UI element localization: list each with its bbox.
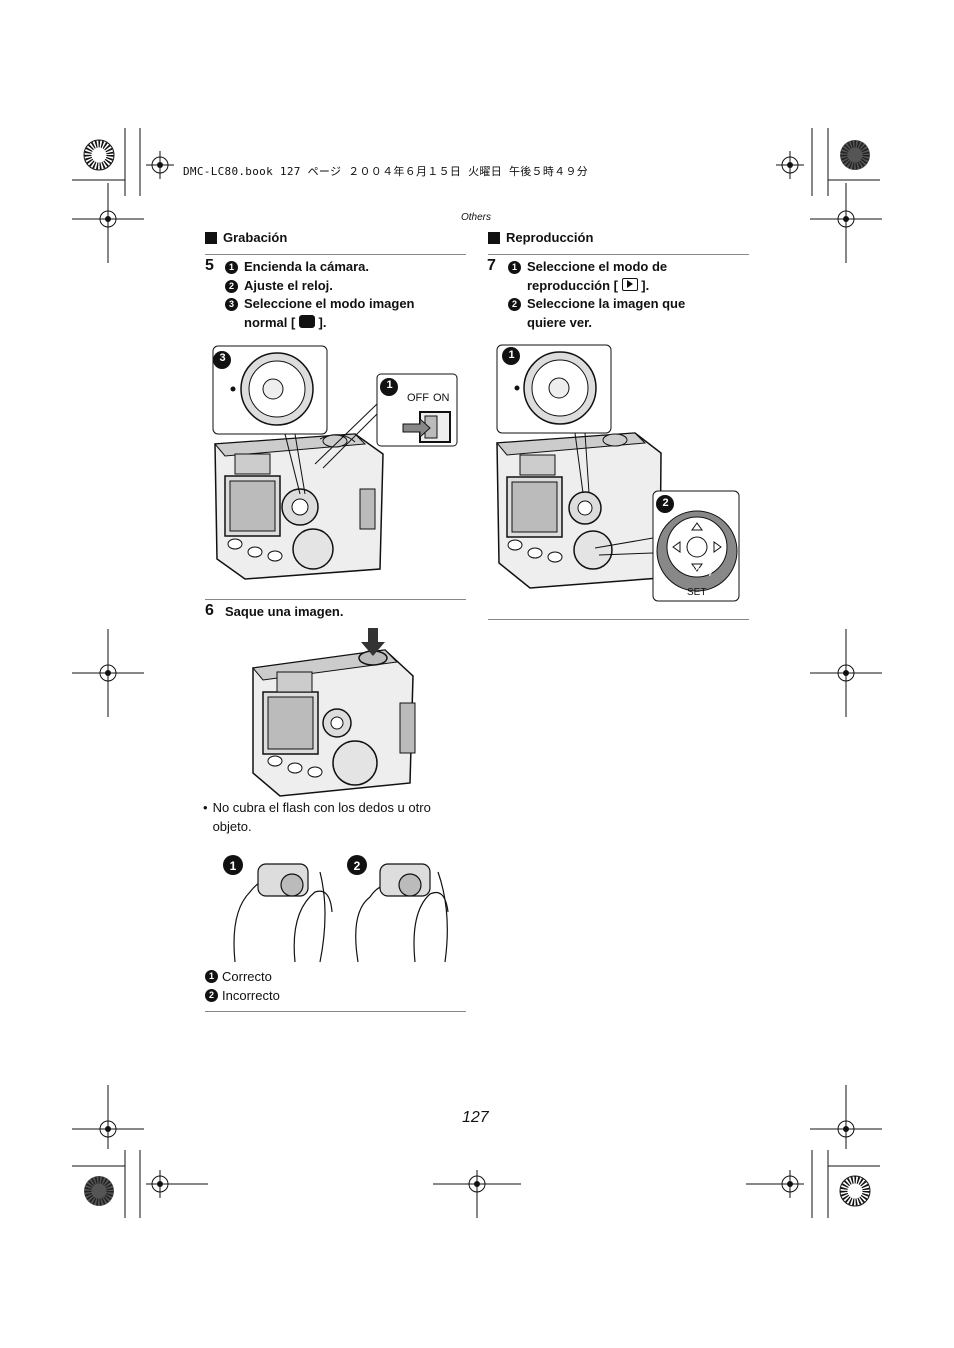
step-7-list: 1 Seleccione el modo de reproducción [ ]… xyxy=(508,258,748,332)
list-item: 2 Seleccione la imagen que quiere ver. xyxy=(508,295,748,332)
legend-text: Incorrecto xyxy=(222,988,280,1003)
switch-on-label: ON xyxy=(433,392,450,404)
hands-label-1: 1 xyxy=(229,859,237,873)
step-text: reproducción [ xyxy=(527,277,619,293)
play-icon xyxy=(621,277,638,291)
bullet-text: No cubra el flash con los dedos u otro o… xyxy=(212,800,431,834)
step-text: Ajuste el reloj. xyxy=(244,277,333,293)
rule xyxy=(488,254,749,255)
step-5-list: 1 Encienda la cámara. 2 Ajuste el reloj. 3… xyxy=(225,258,465,332)
print-header: DMC-LC80.book 127 ページ ２００４年６月１５日 火曜日 午後５… xyxy=(183,165,589,178)
square-bullet-icon xyxy=(488,231,500,244)
step-text: Seleccione la imagen que xyxy=(527,296,686,311)
heading-grabacion-text: Grabación xyxy=(223,230,288,245)
heading-reproduccion-text: Reproducción xyxy=(506,230,594,245)
list-item: 1 Seleccione el modo de reproducción [ ]… xyxy=(508,258,748,295)
heading-reproduccion: Reproducción xyxy=(488,230,593,245)
square-bullet-icon xyxy=(205,231,217,244)
step-6-text: Saque una imagen. xyxy=(225,604,344,619)
step-text: ]. xyxy=(641,277,650,293)
step-text: ]. xyxy=(318,314,327,330)
step-7-number: 7 xyxy=(487,257,496,274)
step-text: normal [ xyxy=(244,314,296,330)
camera-shutter-figure xyxy=(252,628,416,797)
rule xyxy=(205,254,466,255)
step-text: Seleccione el modo imagen xyxy=(244,296,415,311)
marker: 1 xyxy=(225,261,238,274)
marker: 1 xyxy=(205,970,218,983)
rule xyxy=(488,619,749,620)
bullet-item: • No cubra el flash con los dedos u otro… xyxy=(203,798,468,836)
set-label: SET xyxy=(687,587,707,598)
legend: 1 Correcto 2 Incorrecto xyxy=(205,967,280,1005)
step-6-number: 6 xyxy=(205,602,214,619)
playback-figure xyxy=(495,344,740,602)
step-5-number: 5 xyxy=(205,257,214,274)
step-text: Seleccione el modo de xyxy=(527,259,668,274)
callout-1-label: 1 xyxy=(386,379,393,391)
step-text: quiere ver. xyxy=(527,314,593,330)
list-item: 2 Ajuste el reloj. xyxy=(225,277,465,296)
marker: 2 xyxy=(508,298,521,311)
list-item: 1 Correcto xyxy=(205,967,280,986)
rule xyxy=(205,1011,466,1012)
marker: 2 xyxy=(225,279,238,293)
section-label: Others xyxy=(461,212,492,223)
marker: 1 xyxy=(508,261,521,274)
hand-grip-figure xyxy=(223,855,449,963)
legend-text: Correcto xyxy=(222,969,272,984)
camera-mode-icon xyxy=(298,314,315,328)
marker: 3 xyxy=(225,298,238,311)
heading-grabacion: Grabación xyxy=(205,230,287,245)
camera-dial-figure xyxy=(212,345,458,580)
switch-off-label: OFF xyxy=(407,392,429,404)
callout-3-label: 3 xyxy=(219,352,226,364)
marker: 2 xyxy=(205,989,218,1002)
list-item: 2 Incorrecto xyxy=(205,986,280,1005)
step-text: Encienda la cámara. xyxy=(244,259,370,274)
callout-1-label: 1 xyxy=(508,349,515,361)
page-number: 127 xyxy=(462,1109,489,1126)
rule xyxy=(205,599,466,600)
list-item: 3 Seleccione el modo imagen normal [ ]. xyxy=(225,295,465,332)
list-item: 1 Encienda la cámara. xyxy=(225,258,465,277)
callout-2-label: 2 xyxy=(662,497,669,509)
hands-label-2: 2 xyxy=(353,859,361,873)
bullet-icon: • xyxy=(203,800,208,815)
